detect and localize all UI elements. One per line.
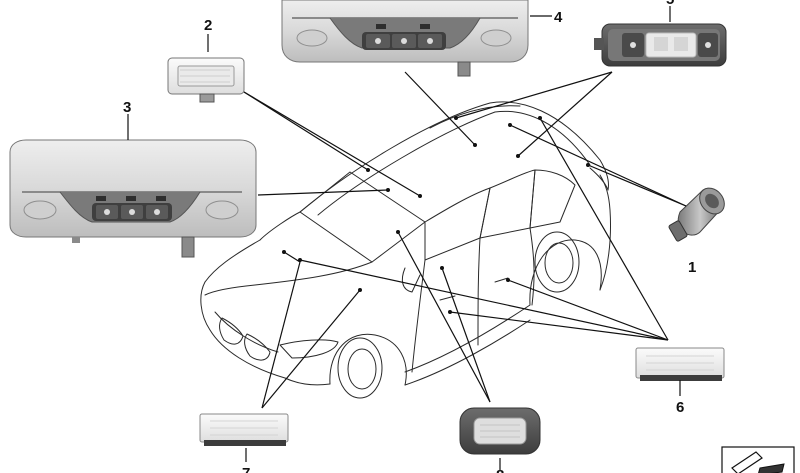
part-4-overhead-console <box>281 0 529 77</box>
part-8-door-light <box>459 407 541 455</box>
callout-7: 7 <box>242 465 250 473</box>
callout-4: 4 <box>554 9 563 26</box>
part-5-reading-light <box>594 23 727 67</box>
callout-8: 8 <box>496 467 504 473</box>
leader-lines <box>127 6 687 470</box>
part-1-bulb-socket <box>668 187 725 242</box>
callout-2: 2 <box>204 17 212 34</box>
part-3-overhead-console <box>9 139 257 258</box>
callout-1: 1 <box>688 259 696 276</box>
part-7-footwell-light <box>199 413 289 446</box>
part-2-dome-light <box>167 57 245 103</box>
attachment-points <box>282 116 590 314</box>
catalog-corner-icon <box>721 446 795 473</box>
vehicle-outline <box>200 101 611 399</box>
callout-3: 3 <box>123 99 131 116</box>
callout-6: 6 <box>676 399 684 416</box>
callout-5: 5 <box>666 0 674 8</box>
part-6-footwell-light <box>635 347 725 381</box>
